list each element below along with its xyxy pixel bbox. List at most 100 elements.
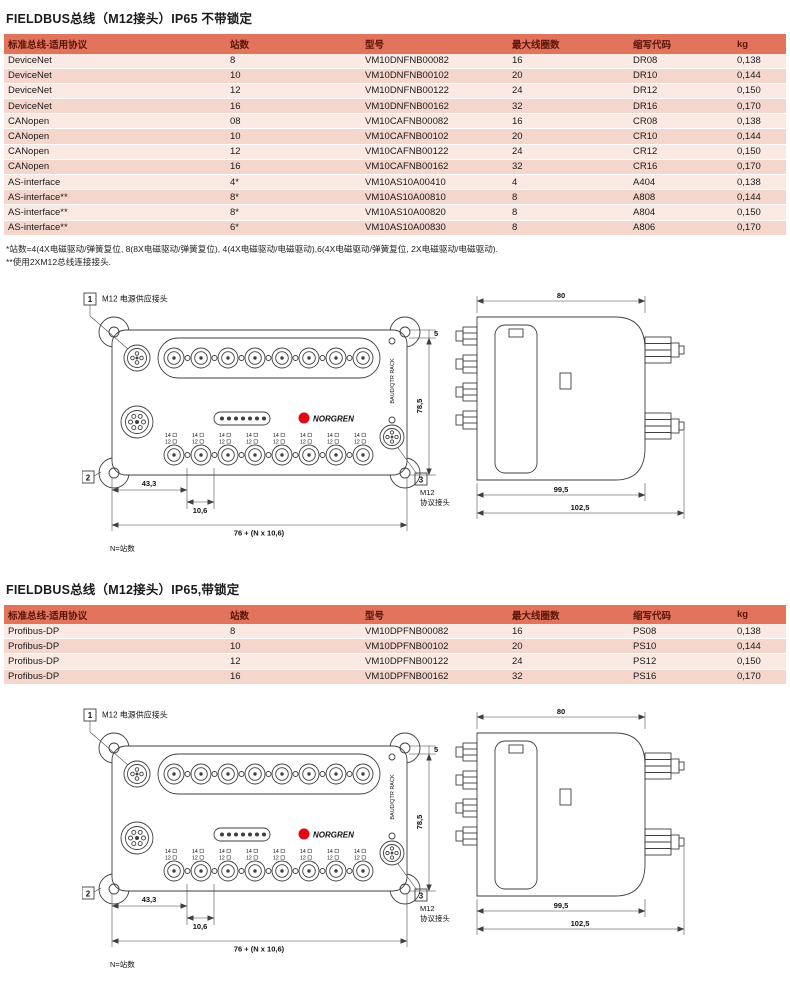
table-cell: Profibus-DP — [4, 638, 226, 655]
norgren-logo-icon — [298, 412, 310, 424]
table-cell: DeviceNet — [4, 83, 226, 100]
callout-3-label: 3 — [419, 475, 424, 484]
technical-drawing-2 — [82, 701, 786, 973]
table-cell: DR12 — [629, 83, 733, 100]
table-cell: VM10CAFNB00102 — [361, 128, 508, 145]
drawing-texts: 1 M12 电源供应接头 2 3 43,3 10,6 76 + (N x 10,… — [86, 291, 590, 553]
col-header-max-coils: 最大线圈数 — [508, 34, 629, 54]
table-cell: CR08 — [629, 113, 733, 130]
table-cell: CANopen — [4, 144, 226, 160]
manifold-body — [111, 329, 408, 475]
table-cell: 0,144 — [733, 189, 786, 206]
table-cell: AS-interface** — [4, 204, 226, 221]
id-plate — [213, 411, 271, 425]
m12-protocol-connector — [379, 424, 405, 449]
col-header-model: 型号 — [361, 604, 508, 625]
table-cell: VM10AS10A00820 — [361, 204, 508, 221]
table-cell: 12 — [226, 144, 361, 160]
table-cell: A806 — [629, 220, 733, 236]
table-cell: VM10DNFNB00082 — [361, 53, 508, 69]
table-cell: A808 — [629, 189, 733, 206]
table-cell: VM10DPFNB00102 — [361, 638, 508, 655]
table-cell: 0,170 — [733, 220, 786, 236]
bottom-solenoid-connectors — [163, 444, 374, 465]
side-plate-tab — [508, 328, 524, 337]
table-cell: PS16 — [629, 669, 733, 685]
table-cell: 6* — [226, 220, 361, 236]
table-cell: PS10 — [629, 638, 733, 655]
table-cell: 16 — [226, 159, 361, 176]
table-cell: 8 — [226, 53, 361, 69]
table-cell: CR10 — [629, 128, 733, 145]
table-cell: DR16 — [629, 98, 733, 115]
baud-strip-screw — [388, 337, 396, 344]
table-cell: 8 — [226, 624, 361, 640]
table-cell: DR10 — [629, 68, 733, 84]
table-cell: 0,138 — [733, 174, 786, 191]
callout-2-leader — [93, 471, 102, 476]
products-table-2: 标准总线-适用协议 站数 型号 最大线圈数 缩写代码 kg Profibus-D… — [4, 604, 786, 685]
page-title: FIELDBUS总线（M12接头）IP65 不带锁定 — [6, 12, 253, 26]
table-cell: 0,138 — [733, 53, 786, 69]
svg-text:12: 12 — [354, 439, 360, 445]
table-cell: AS-interface — [4, 174, 226, 191]
table-cell: VM10AS10A00410 — [361, 174, 508, 191]
table-cell: 0,144 — [733, 68, 786, 84]
table-cell: 0,170 — [733, 159, 786, 176]
table-cell: VM10DPFNB00162 — [361, 669, 508, 685]
table-cell: VM10DNFNB00122 — [361, 83, 508, 100]
dim-43-label: 43,3 — [142, 479, 157, 488]
footnote-2: **使用2XM12总线连接接头. — [6, 256, 112, 267]
table-cell: 24 — [508, 83, 629, 100]
table-cell: Profibus-DP — [4, 669, 226, 685]
col-header-protocol: 标准总线-适用协议 — [4, 604, 226, 625]
baud-rack-label: BAUD/QTR RACK — [390, 358, 396, 404]
table-cell: 0,138 — [733, 113, 786, 130]
dim-5-label: 5 — [434, 329, 438, 338]
svg-text:14: 14 — [273, 433, 279, 439]
footnotes: *站数=4(4X电磁驱动/弹簧复位, 8(8X电磁驱动/弹簧复位), 4(4X电… — [6, 243, 786, 269]
table-cell: 0,144 — [733, 638, 786, 655]
svg-text:12: 12 — [219, 439, 225, 445]
table-cell: PS12 — [629, 653, 733, 670]
callout-2-box — [82, 470, 95, 483]
table-cell: A804 — [629, 204, 733, 221]
table-cell: VM10DPFNB00082 — [361, 624, 508, 640]
table-cell: 32 — [508, 159, 629, 176]
dim-80-label: 80 — [557, 291, 565, 300]
table-cell: 24 — [508, 144, 629, 160]
side-bus-connectors — [644, 336, 685, 439]
table-cell: VM10CAFNB00122 — [361, 144, 508, 160]
table-cell: 8* — [226, 204, 361, 221]
col-header-max-coils: 最大线圈数 — [508, 604, 629, 625]
front-view — [82, 292, 436, 531]
side-witness-lines — [476, 295, 685, 519]
m12-power-connector — [123, 344, 151, 371]
table-cell: DeviceNet — [4, 98, 226, 115]
svg-text:12: 12 — [300, 439, 306, 445]
col-header-kg: kg — [733, 34, 786, 54]
table-cell: 20 — [508, 128, 629, 145]
table-cell: 20 — [508, 68, 629, 84]
table-cell: 24 — [508, 653, 629, 670]
svg-text:12: 12 — [165, 439, 171, 445]
svg-text:14: 14 — [219, 433, 225, 439]
table-cell: 32 — [508, 98, 629, 115]
table-cell: 12 — [226, 653, 361, 670]
manifold-drawing-copy — [82, 701, 702, 973]
table-cell: 8 — [508, 220, 629, 236]
dim-106-label: 10,6 — [193, 506, 208, 515]
table-cell: 16 — [226, 669, 361, 685]
side-label-plate — [494, 324, 538, 473]
table-cell: 10 — [226, 68, 361, 84]
manifold-drawing: 1 M12 电源供应接头 2 3 43,3 10,6 76 + (N x 10,… — [82, 291, 685, 553]
baud-strip-screw — [388, 416, 396, 423]
